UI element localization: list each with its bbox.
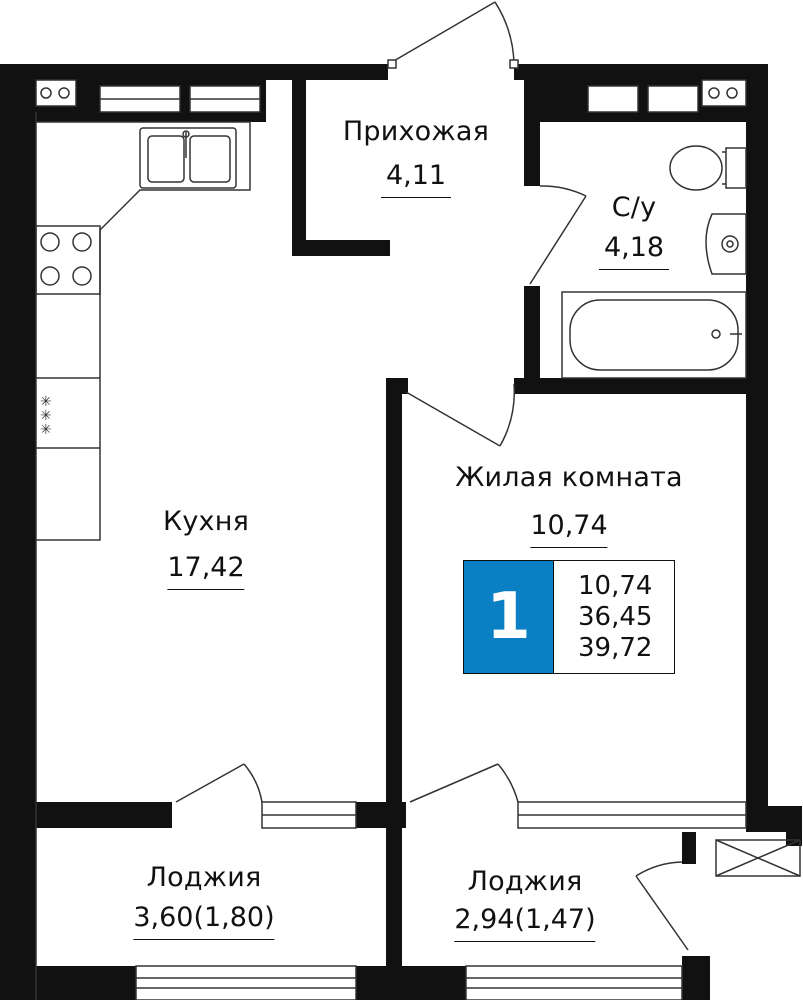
room-area-living-room: 10,74 bbox=[530, 510, 608, 548]
wall-loggia-left bbox=[36, 802, 172, 828]
wall-top-right bbox=[514, 64, 768, 80]
wall-left-outer bbox=[0, 64, 36, 1000]
window-loggia-right bbox=[465, 965, 683, 1000]
summary-total-area-with-loggia: 39,72 bbox=[578, 632, 653, 663]
wall-loggia-right bbox=[746, 806, 802, 832]
stove-icon bbox=[35, 225, 101, 295]
door-loggia-side bbox=[635, 875, 689, 951]
bathtub-icon bbox=[561, 291, 747, 379]
vent-box bbox=[715, 839, 801, 877]
door-kitchen-loggia bbox=[175, 763, 245, 803]
vent-left bbox=[35, 79, 77, 107]
wall-top-left bbox=[0, 64, 388, 80]
room-area-loggia-left: 3,60(1,80) bbox=[133, 902, 275, 940]
window-bath-top bbox=[587, 85, 639, 113]
kitchen-furniture: ✳ ✳✳ bbox=[35, 121, 251, 541]
washbasin-icon bbox=[705, 213, 747, 275]
door-living-loggia bbox=[409, 763, 499, 803]
toilet-icon bbox=[669, 145, 747, 191]
window-loggia-left bbox=[135, 965, 357, 1000]
wall-bath-bottom bbox=[514, 378, 768, 394]
wall-right-outer bbox=[746, 64, 768, 806]
wall-loggia-mid bbox=[356, 802, 406, 828]
windows bbox=[35, 79, 747, 1000]
wall-bottom-left bbox=[36, 966, 136, 1000]
wall-living-left-cap bbox=[386, 378, 408, 394]
room-name-kitchen: Кухня bbox=[162, 506, 250, 537]
room-area-bathroom: 4,18 bbox=[599, 232, 669, 270]
door-entrance bbox=[391, 1, 496, 63]
wall-bath-left-top bbox=[524, 80, 540, 186]
summary-total-area: 36,45 bbox=[578, 601, 653, 632]
kitchen-counter bbox=[36, 121, 251, 541]
room-area-kitchen: 17,42 bbox=[167, 552, 245, 590]
wall-bottom-mid bbox=[356, 966, 466, 1000]
rooms-count-badge: 1 bbox=[464, 561, 553, 673]
wall-right-lower bbox=[786, 832, 802, 846]
room-area-loggia-right: 2,94(1,47) bbox=[454, 904, 596, 942]
wall-living-left bbox=[386, 378, 402, 1000]
room-name-bathroom: С/у bbox=[611, 192, 657, 223]
room-area-hallway: 4,11 bbox=[381, 160, 451, 198]
sink bbox=[139, 127, 237, 189]
room-name-loggia-left: Лоджия bbox=[146, 862, 262, 893]
room-name-hallway: Прихожая bbox=[342, 116, 490, 147]
wall-loggia-post bbox=[682, 832, 696, 864]
bathroom-fixtures bbox=[561, 145, 747, 379]
door-bathroom bbox=[529, 195, 587, 285]
wall-hall-stub-v bbox=[292, 80, 306, 256]
door-living bbox=[405, 391, 501, 447]
wall-hall-stub-h bbox=[292, 240, 390, 256]
doors bbox=[175, 1, 801, 951]
summary-living-area: 10,74 bbox=[578, 570, 653, 601]
room-name-loggia-right: Лоджия bbox=[467, 866, 583, 897]
walls bbox=[0, 64, 802, 1000]
appliance-marks: ✳ ✳✳ bbox=[40, 394, 56, 438]
room-name-living-room: Жилая комната bbox=[455, 462, 683, 493]
summary-values: 10,74 36,45 39,72 bbox=[553, 561, 674, 673]
wall-bath-left-bottom bbox=[524, 286, 540, 380]
apartment-summary-badge: 1 10,74 36,45 39,72 bbox=[463, 560, 675, 674]
wall-bottom-right bbox=[682, 956, 710, 1000]
